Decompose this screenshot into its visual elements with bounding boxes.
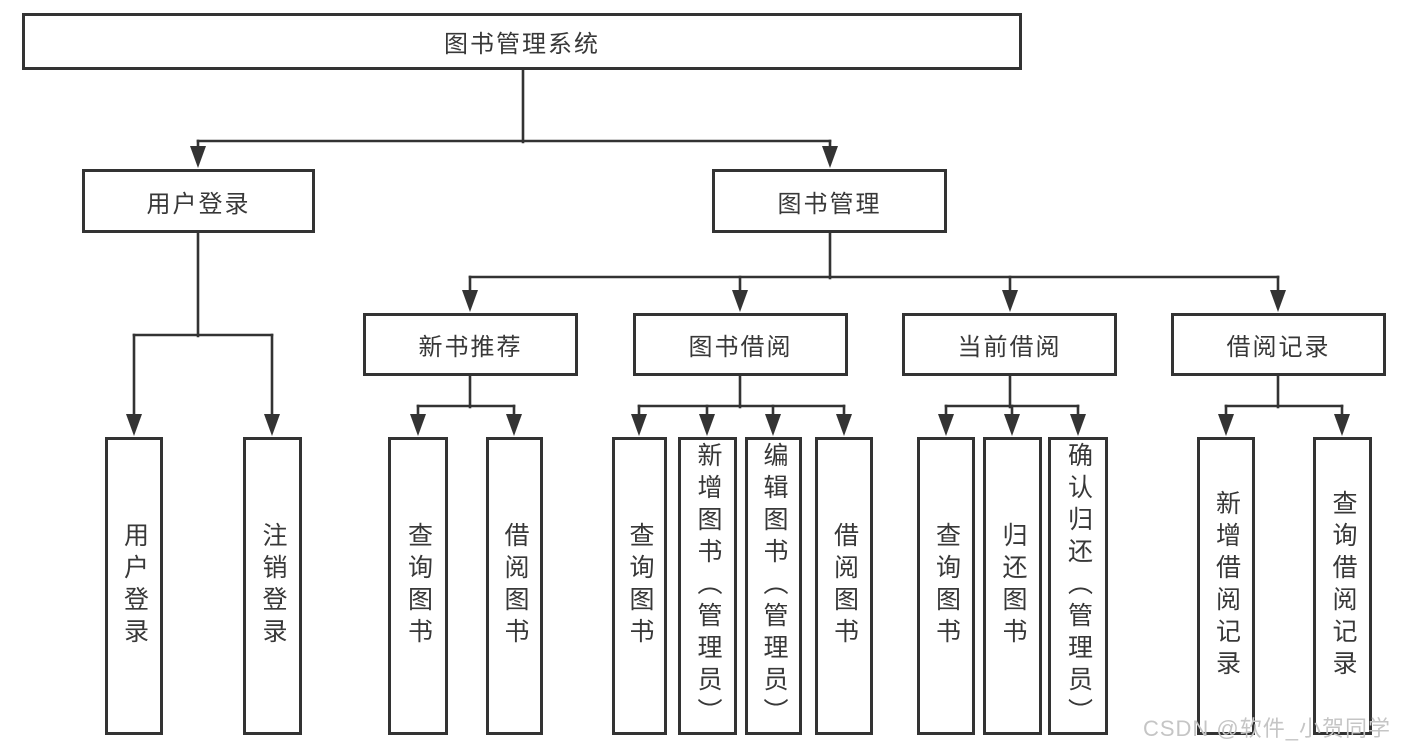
- node-new-book-recommendation: 新书推荐: [363, 313, 578, 376]
- leaf-label: 查询借阅记录: [1329, 490, 1357, 682]
- leaf-label: 确认归还（管理员）: [1064, 442, 1093, 730]
- leaf-return-books: 归还图书: [983, 437, 1042, 735]
- leaf-query-books-recommend: 查询图书: [388, 437, 448, 735]
- leaf-borrow-books: 借阅图书: [815, 437, 873, 735]
- node-label: 新书推荐: [418, 334, 523, 361]
- leaf-user-login: 用户登录: [105, 437, 163, 735]
- leaf-add-books-admin: 新增图书（管理员）: [678, 437, 737, 735]
- node-current-borrowing: 当前借阅: [902, 313, 1117, 376]
- node-book-borrowing: 图书借阅: [633, 313, 848, 376]
- leaf-label: 新增图书（管理员）: [694, 442, 722, 730]
- node-label: 当前借阅: [957, 334, 1062, 361]
- watermark-text: CSDN @软件_小贺同学: [1142, 716, 1391, 741]
- leaf-edit-books-admin: 编辑图书（管理员）: [745, 437, 802, 735]
- node-borrowing-records: 借阅记录: [1171, 313, 1386, 376]
- leaf-borrow-books-recommend: 借阅图书: [486, 437, 543, 735]
- node-label: 图书借阅: [688, 334, 793, 361]
- leaf-label: 新增借阅记录: [1212, 490, 1241, 682]
- node-label: 用户登录: [146, 190, 251, 218]
- leaf-add-borrow-record: 新增借阅记录: [1197, 437, 1255, 735]
- leaf-label: 查询图书: [626, 522, 654, 650]
- leaf-label: 编辑图书（管理员）: [760, 442, 788, 730]
- leaf-logout: 注销登录: [243, 437, 302, 735]
- node-label: 图书管理: [777, 190, 882, 218]
- leaf-label: 借阅图书: [830, 522, 859, 650]
- node-label: 借阅记录: [1226, 334, 1331, 361]
- leaf-query-books-borrow: 查询图书: [612, 437, 667, 735]
- leaf-label: 归还图书: [999, 522, 1027, 650]
- node-user-login: 用户登录: [82, 169, 315, 233]
- leaf-label: 用户登录: [120, 522, 149, 650]
- node-label: 图书管理系统: [444, 31, 600, 58]
- leaf-confirm-return-admin: 确认归还（管理员）: [1048, 437, 1108, 735]
- leaf-label: 借阅图书: [501, 522, 529, 650]
- leaf-query-books-current: 查询图书: [917, 437, 975, 735]
- leaf-label: 注销登录: [259, 522, 287, 650]
- node-book-management: 图书管理: [712, 169, 947, 233]
- leaf-label: 查询图书: [932, 522, 961, 650]
- node-library-management-system: 图书管理系统: [22, 13, 1022, 70]
- leaf-query-borrow-record: 查询借阅记录: [1313, 437, 1372, 735]
- leaf-label: 查询图书: [404, 522, 433, 650]
